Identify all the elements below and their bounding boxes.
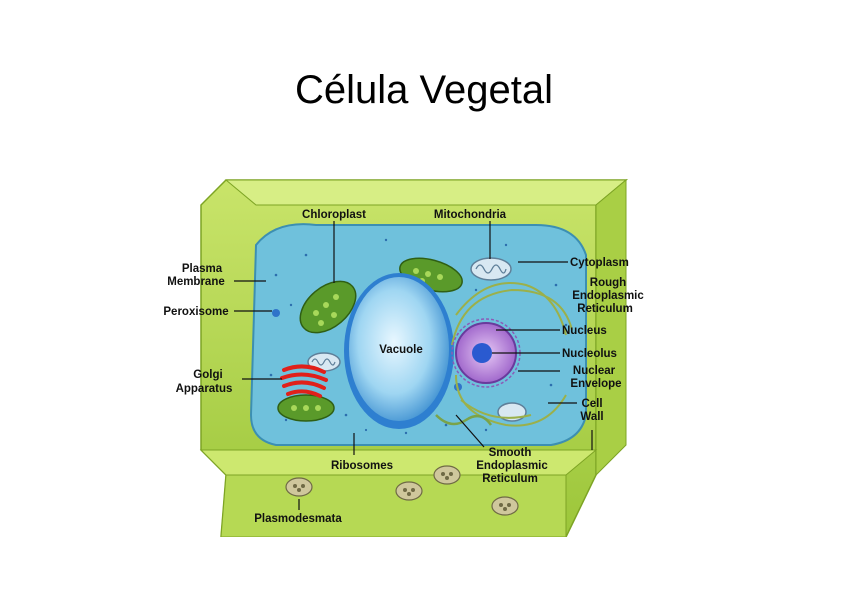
nucleolus-label: Nucleolus xyxy=(562,348,617,360)
nuclear-envelope-label-1: Nuclear xyxy=(573,365,616,377)
cell-wall-label-1: Cell xyxy=(581,398,602,410)
smooth-er xyxy=(435,414,493,426)
plasma-membrane-label-1: Plasma xyxy=(182,263,223,275)
labels: Chloroplast Mitochondria Plasma Membrane… xyxy=(163,209,644,525)
smooth-er-label-1: Smooth xyxy=(489,447,532,459)
chloroplast-group xyxy=(277,257,463,422)
chloroplast-label: Chloroplast xyxy=(302,209,366,221)
plasma-membrane-label-2: Membrane xyxy=(167,276,225,288)
vacuole: Vacuole xyxy=(344,273,454,429)
leader-lines xyxy=(234,221,593,510)
nucleus-label: Nucleus xyxy=(562,325,607,337)
nucleus xyxy=(451,318,521,388)
golgi-apparatus xyxy=(280,364,328,398)
smooth-er-label-2: Endoplasmic xyxy=(476,460,548,472)
ribosomes-label: Ribosomes xyxy=(331,460,393,472)
slide-title: Célula Vegetal xyxy=(295,68,553,112)
golgi-label-1: Golgi xyxy=(193,369,222,381)
rough-er-label-1: Rough xyxy=(590,277,626,289)
peroxisome-label: Peroxisome xyxy=(163,306,228,318)
golgi-label-2: Apparatus xyxy=(176,383,233,395)
nucleolus xyxy=(472,343,492,363)
rough-er-label-2: Endoplasmic xyxy=(572,290,644,302)
cell-wall-label-2: Wall xyxy=(580,411,603,423)
vacuole-label: Vacuole xyxy=(379,344,422,356)
rough-er-label-3: Reticulum xyxy=(577,303,633,315)
smooth-er-label-3: Reticulum xyxy=(482,473,538,485)
plant-cell-diagram: Vacuole xyxy=(156,175,656,537)
mitochondria-label: Mitochondria xyxy=(434,209,507,221)
plasmodesmata-group xyxy=(285,465,519,516)
nuclear-envelope-label-2: Envelope xyxy=(570,378,621,390)
cytoplasm-label: Cytoplasm xyxy=(570,257,629,269)
mitochondria-group xyxy=(307,257,527,422)
rough-er xyxy=(451,282,573,427)
plant-cell-svg: Vacuole xyxy=(163,178,644,537)
plasmodesmata-label: Plasmodesmata xyxy=(254,513,342,525)
